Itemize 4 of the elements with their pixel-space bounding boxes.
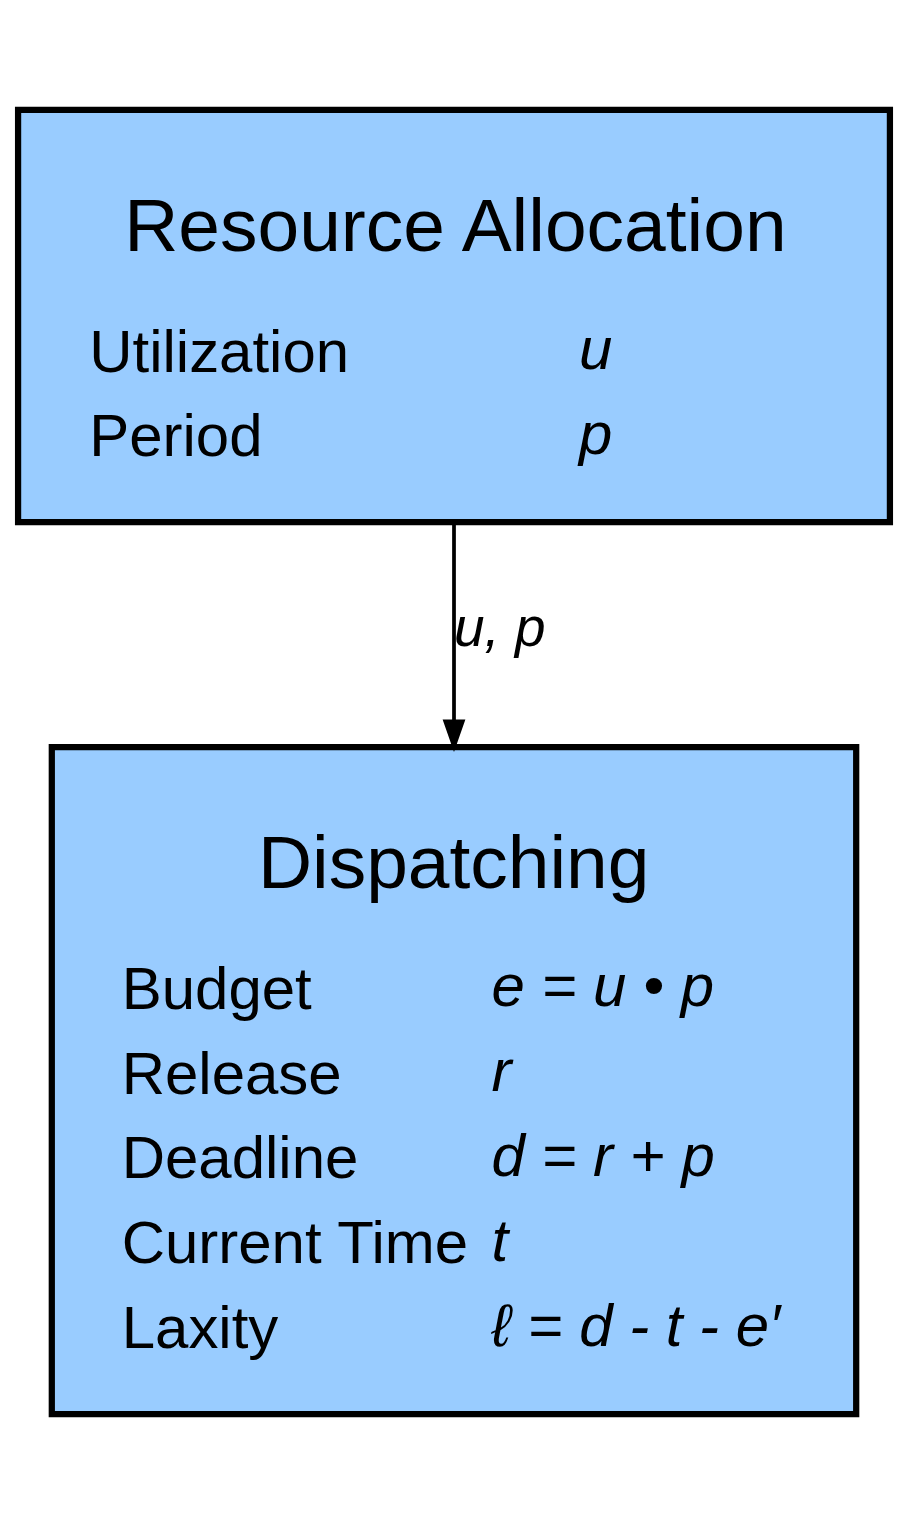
edge-label: u, p xyxy=(454,596,546,659)
node-box: Dispatching Budget e = u • p Release r Deadline d = r + p Current Time t Laxity ℓ = d - t - e′ xyxy=(48,743,860,1418)
arrow xyxy=(442,523,466,753)
node-box: Resource Allocation Utilization u Period p xyxy=(14,106,894,526)
